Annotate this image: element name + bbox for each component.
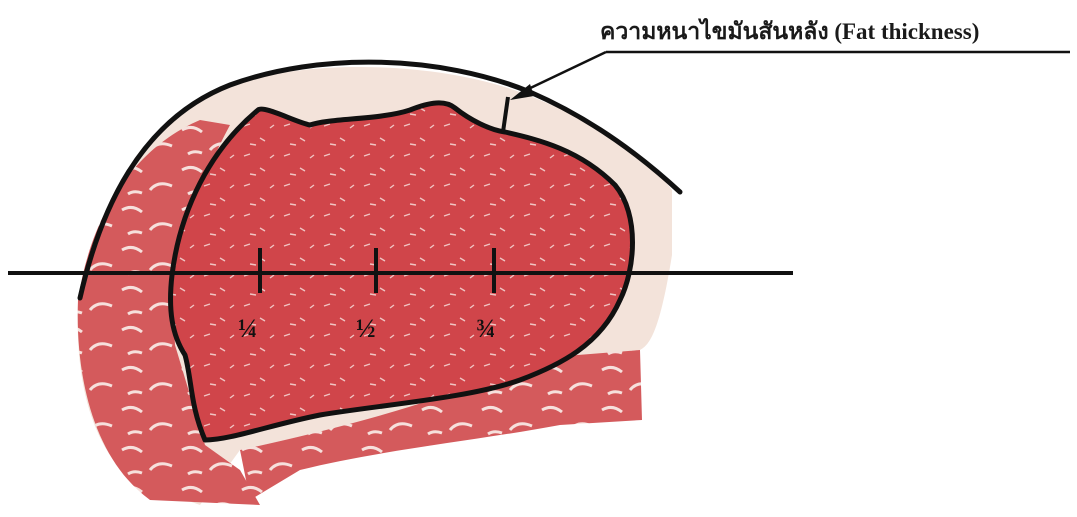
- marker-label-quarter: ¼: [238, 314, 258, 344]
- fat-thickness-label: ความหนาไขมันสันหลัง (Fat thickness): [600, 14, 979, 50]
- callout-arrow-line: [522, 52, 606, 92]
- marker-label-half: ½: [356, 314, 376, 344]
- marker-label-three-quarter: ¾: [476, 314, 496, 344]
